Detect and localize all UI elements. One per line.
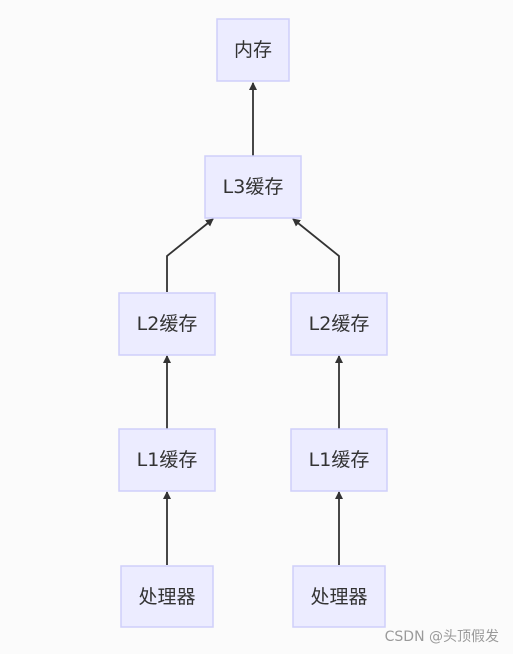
node-l2-cache-left-label: L2缓存	[137, 313, 198, 335]
node-l1-cache-right-label: L1缓存	[309, 449, 370, 471]
node-processor-right: 处理器	[292, 565, 386, 628]
node-l1-cache-left-label: L1缓存	[137, 449, 198, 471]
node-l2-cache-right: L2缓存	[290, 292, 388, 356]
node-l2-cache-left: L2缓存	[118, 292, 216, 356]
node-l1-cache-right: L1缓存	[290, 428, 388, 492]
node-memory-label: 内存	[234, 39, 272, 61]
watermark: CSDN @头顶假发	[384, 629, 499, 645]
node-l2-cache-right-label: L2缓存	[309, 313, 370, 335]
node-l3-cache: L3缓存	[204, 155, 302, 219]
node-processor-left-label: 处理器	[138, 586, 195, 608]
node-l3-cache-label: L3缓存	[223, 176, 284, 198]
node-memory: 内存	[216, 18, 290, 82]
edges	[163, 82, 343, 565]
edge-l2-left-to-l3	[166, 218, 214, 292]
node-processor-left: 处理器	[120, 565, 214, 628]
node-processor-right-label: 处理器	[310, 586, 367, 608]
edge-l2-right-to-l3	[292, 218, 340, 292]
node-l1-cache-left: L1缓存	[118, 428, 216, 492]
